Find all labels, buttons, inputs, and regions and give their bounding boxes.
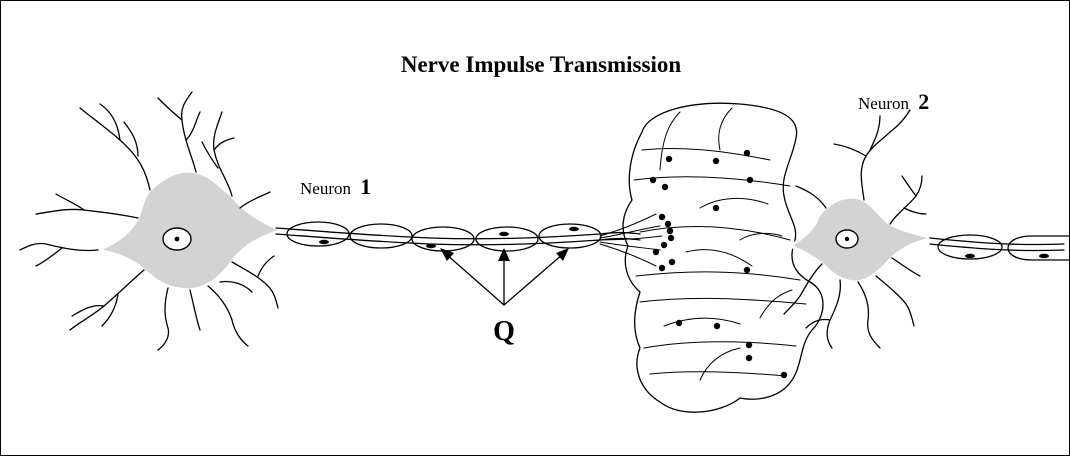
schwann-cell-nucleus: [965, 253, 975, 259]
tissue-fibers: [633, 107, 807, 381]
nerve-ending: [652, 248, 660, 256]
nerve-ending: [743, 266, 751, 274]
schwann-cell: [937, 234, 1003, 260]
schwann-cell-nucleus: [1039, 253, 1049, 259]
q-arrows: [440, 248, 569, 306]
schwann-cell-nucleus: [426, 243, 436, 249]
nerve-ending: [666, 227, 674, 235]
schwann-cell: [1007, 235, 1070, 261]
neuron-2-axon-upper: [929, 237, 1065, 246]
nerve-ending: [664, 220, 672, 228]
nerve-ending: [665, 155, 673, 163]
nerve-ending: [745, 354, 753, 362]
schwann-cell: [349, 223, 413, 249]
diagram-title: Nerve Impulse Transmission: [401, 52, 681, 77]
nerve-ending: [649, 176, 657, 184]
nerve-ending: [745, 341, 753, 349]
nerve-ending: [667, 234, 675, 242]
neuron-2: [783, 109, 1070, 349]
neuron-1-cell-body: [92, 169, 287, 292]
neuron-2-label-word: Neuron: [858, 94, 909, 113]
schwann-cell-nucleus: [319, 239, 329, 245]
nerve-ending: [746, 176, 754, 184]
innervated-tissue: [622, 102, 824, 413]
q-label: Q: [493, 316, 515, 347]
nerve-ending: [658, 264, 666, 272]
tissue-outline: [622, 102, 824, 413]
neuron-1-label: Neuron 1: [300, 174, 371, 199]
neuron-2-cell-body: [786, 195, 935, 284]
nerve-ending: [658, 213, 666, 221]
nerve-ending: [661, 183, 669, 191]
neuron-1-dendrites: [19, 91, 279, 351]
schwann-cell: [286, 221, 350, 247]
nerve-ending: [713, 322, 721, 330]
nerve-ending: [712, 204, 720, 212]
nerve-ending: [712, 157, 720, 165]
nerve-ending: [780, 371, 788, 379]
neuron-2-nucleolus: [844, 236, 850, 242]
tissue-nerve-endings: [649, 149, 788, 379]
schwann-cell: [475, 226, 539, 252]
neuron-1-label-word: Neuron: [300, 179, 351, 198]
nerve-ending: [668, 258, 676, 266]
neuron-2-label-number: 2: [918, 89, 929, 114]
neuron-2-myelin-sheath: [937, 234, 1070, 261]
neuron-1-label-number: 1: [360, 174, 371, 199]
neuron-2-label: Neuron 2: [858, 89, 929, 114]
nerve-ending: [743, 149, 751, 157]
neuron-2-axon-lower: [929, 243, 1065, 252]
nerve-ending: [675, 319, 683, 327]
schwann-cell-nucleus: [499, 231, 509, 237]
neuron-1-myelin-sheath: [286, 221, 602, 252]
neuron-2-dendrites: [783, 109, 927, 349]
schwann-cell-nucleus: [569, 226, 579, 232]
nerve-ending: [660, 241, 668, 249]
neuron-1-nucleolus: [174, 236, 180, 242]
neuron-1: [19, 91, 663, 351]
